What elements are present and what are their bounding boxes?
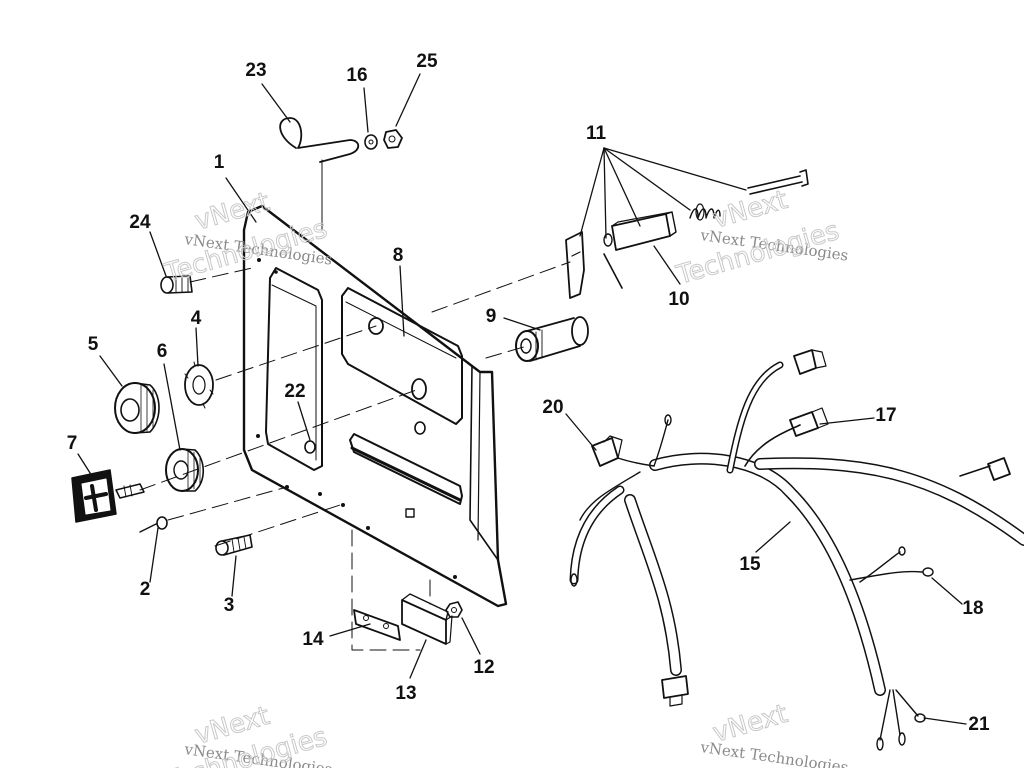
connector-bottom xyxy=(661,675,689,707)
part-6-ring-nut xyxy=(165,448,205,492)
part-4-lock-washer xyxy=(184,361,214,409)
connector-20 xyxy=(591,435,655,467)
callout-11: 11 xyxy=(586,123,607,144)
part-22-grommet xyxy=(304,440,316,454)
callout-7: 7 xyxy=(67,433,78,454)
part-7-key xyxy=(71,469,145,523)
callout-22: 22 xyxy=(284,381,305,402)
callout-4: 4 xyxy=(191,308,202,329)
connector-right xyxy=(987,457,1011,481)
callout-5: 5 xyxy=(88,334,99,355)
callout-23: 23 xyxy=(245,60,266,81)
callout-3: 3 xyxy=(224,595,235,616)
callout-25: 25 xyxy=(416,51,438,72)
part-5-bezel-nut xyxy=(114,382,160,434)
callout-16: 16 xyxy=(346,65,367,86)
callout-6: 6 xyxy=(157,341,168,362)
callout-24: 24 xyxy=(129,212,151,233)
callout-9: 9 xyxy=(486,306,497,327)
part-2-screw xyxy=(139,516,168,533)
callout-14: 14 xyxy=(302,629,324,650)
alignment-lines xyxy=(139,261,571,651)
part-11-assembly xyxy=(565,169,809,299)
watermark-line1: vNext xyxy=(710,699,791,749)
callout-2: 2 xyxy=(140,579,151,600)
callout-17: 17 xyxy=(875,405,896,426)
part-13-block xyxy=(401,593,453,645)
part-23-clip xyxy=(279,117,360,231)
callout-1: 1 xyxy=(214,152,225,173)
callout-12: 12 xyxy=(473,657,494,678)
leader-lines xyxy=(77,73,967,725)
part-3-bolt xyxy=(215,534,253,556)
part-15-harness xyxy=(569,361,1024,741)
connector-17 xyxy=(789,407,829,437)
part-14-plate xyxy=(353,609,401,641)
part-25-nut xyxy=(383,129,403,149)
dash-panel xyxy=(242,204,508,608)
part-24-bolt xyxy=(160,275,193,294)
part-10-switch-body xyxy=(611,211,677,251)
callout-10: 10 xyxy=(668,289,689,310)
callout-20: 20 xyxy=(542,397,563,418)
callout-8: 8 xyxy=(393,245,404,266)
callout-13: 13 xyxy=(395,683,416,704)
callout-15: 15 xyxy=(739,554,761,575)
watermark-line1: vNext xyxy=(710,185,791,235)
part-12-nut xyxy=(445,601,463,618)
callout-18: 18 xyxy=(962,598,983,619)
connector-top xyxy=(793,349,827,375)
part-16-washer xyxy=(364,134,378,150)
callout-21: 21 xyxy=(968,714,990,735)
part-9-switch xyxy=(515,316,589,362)
